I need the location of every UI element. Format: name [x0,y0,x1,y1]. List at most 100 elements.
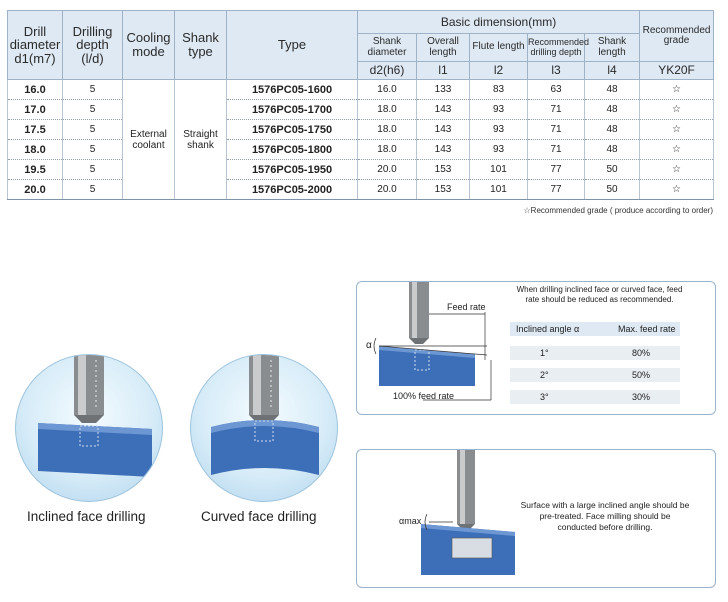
shank-diameter-cell: 18.0 [357,139,417,160]
drill-diameter-cell: 19.5 [7,159,63,180]
hole-outline [79,425,99,447]
col-drilling-depth: Drilling depth (l/d) [62,10,123,80]
type-cell: 1576PC05-1600 [226,79,358,100]
drilling-depth-cell: 5 [62,139,123,160]
type-cell: 1576PC05-1750 [226,119,358,140]
rec-drilling-depth-cell: 71 [527,119,585,140]
recommended-grade-cell: ☆ [639,99,715,120]
drilling-depth-unit: (l/d) [81,50,104,66]
workpiece-top [38,423,152,435]
recommended-grade-cell: ☆ [639,179,715,200]
pretreat-box [356,449,716,588]
drill-diameter-cell: 17.0 [7,99,63,120]
overall-length-header: Overall length [416,33,470,62]
drill-shank-highlight [253,355,261,415]
incline-line [378,345,488,356]
workpiece-inclined [38,423,152,477]
drill-shank [457,450,475,524]
curved-face-illustration [190,354,338,502]
pretreat-instruction: Surface with a large inclined angle shou… [520,500,690,533]
rec-drilling-depth-symbol: l3 [527,61,585,80]
cooling-mode-cell: External coolant [122,79,175,200]
drill-diameter-cell: 16.0 [7,79,63,100]
shank-length-cell: 50 [583,179,641,200]
rec-drilling-depth-cell: 77 [527,179,585,200]
type-cell: 1576PC05-2000 [226,179,358,200]
shank-length-cell: 48 [583,119,641,140]
drill-diameter-cell: 20.0 [7,179,63,200]
feed-rate-label: Feed rate [447,302,486,312]
flute-length-header: Flute length [469,33,528,62]
overall-length-cell: 143 [416,119,470,140]
shank-diameter-header: Shank diameter [357,33,417,62]
drilling-depth-cell: 5 [62,159,123,180]
overall-length-cell: 153 [416,179,470,200]
pretreat-diagram [421,450,515,575]
overall-length-symbol: l1 [416,61,470,80]
grade-code-header: YK20F [639,61,715,80]
max-feed-value: 30% [632,392,651,402]
inclined-angle-value: 2° [540,370,549,380]
feed-table-row: 3° 30% [510,390,680,404]
recommended-grade-note: ☆Recommended grade ( produce according t… [523,206,714,215]
flute-length-cell: 101 [469,179,528,200]
recommended-grade-header: Recommended grade [639,10,715,62]
overall-length-cell: 153 [416,159,470,180]
recommended-grade-cell: ☆ [639,159,715,180]
max-feed-value: 50% [632,370,651,380]
feed-table-header: Inclined angle α Max. feed rate [510,322,680,336]
workpiece-top [379,346,475,358]
rec-drilling-depth-cell: 77 [527,159,585,180]
hole-outline [254,420,274,442]
workpiece-top [421,524,515,536]
drill-shank-highlight [78,355,86,415]
inclined-face-illustration [15,354,163,502]
shank-length-cell: 50 [583,159,641,180]
recommended-grade-cell: ☆ [639,79,715,100]
alpha-max-arc [424,513,428,531]
inclined-face-drill-svg [38,355,152,477]
drill-tip [409,338,429,344]
flute-length-cell: 93 [469,139,528,160]
feed-table-row: 1°80% [510,346,680,360]
alpha-max-label: αmax [399,516,422,526]
full-feed-label: 100% feed rate [393,391,455,401]
flute-length-cell: 101 [469,159,528,180]
col-shank-type: Shank type [174,10,227,80]
alpha-arc [373,337,377,355]
drilling-depth-cell: 5 [62,99,123,120]
rec-drilling-depth-cell: 63 [527,79,585,100]
inclined-angle-header: Inclined angle α [516,324,580,334]
shank-diameter-cell: 18.0 [357,99,417,120]
feed-instruction: When drilling inclined face or curved fa… [516,285,683,305]
shank-length-header: Shank length [583,33,641,62]
basic-dimension-header: Basic dimension(mm) [356,10,641,34]
inclined-face-caption: Inclined face drilling [27,509,146,524]
drill-shank-highlight [412,282,417,338]
spec-table: Drill diameter d1(m7) Drilling depth (l/… [7,10,715,200]
milled-pocket [451,537,493,559]
inclined-angle-value: 3° [540,392,549,402]
type-cell: 1576PC05-1800 [226,139,358,160]
overall-length-cell: 143 [416,99,470,120]
drill-diameter-header: Drill diameter [9,23,61,53]
col-type: Type [226,10,358,80]
shank-length-cell: 48 [583,99,641,120]
drill-diameter-cell: 18.0 [7,139,63,160]
recommended-grade-cell: ☆ [639,139,715,160]
shank-diameter-cell: 18.0 [357,119,417,140]
shank-diameter-cell: 16.0 [357,79,417,100]
flute-length-cell: 93 [469,99,528,120]
workpiece-curved [211,420,319,475]
drilling-depth-cell: 5 [62,119,123,140]
drill-shank-highlight [460,450,465,524]
drilling-depth-cell: 5 [62,79,123,100]
shank-type-cell: Straight shank [174,79,227,200]
drilling-depth-cell: 5 [62,179,123,200]
